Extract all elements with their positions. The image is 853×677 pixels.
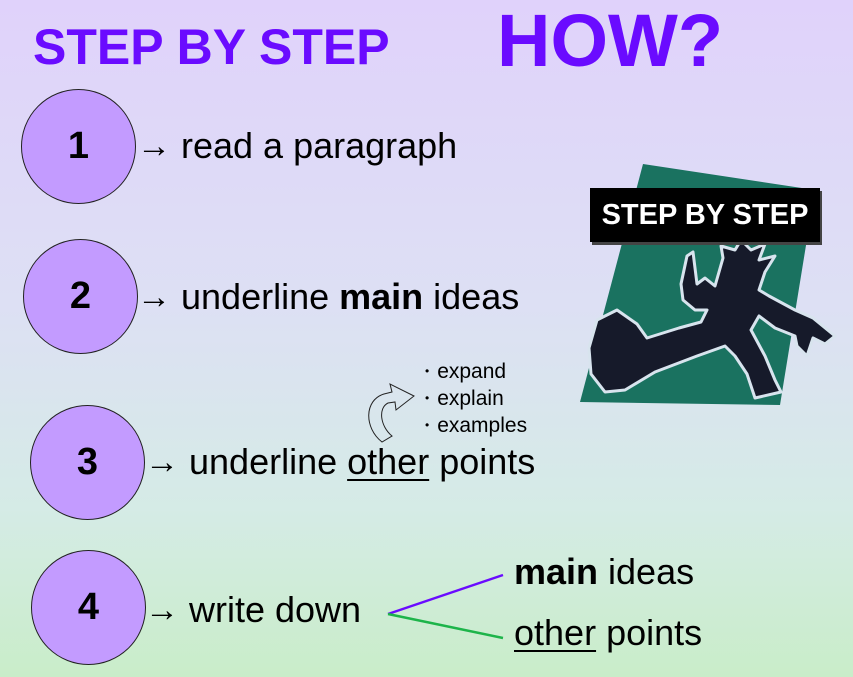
sub-bullet-list: •expand •explain •examples bbox=[425, 358, 527, 439]
step-3-text: → underline other points bbox=[145, 441, 535, 483]
step-number: 4 bbox=[77, 586, 100, 628]
step-4-circle: 4 bbox=[31, 550, 146, 665]
arrow-right-icon: → bbox=[145, 442, 179, 481]
step-3-circle: 3 bbox=[30, 405, 145, 520]
branch-label: points bbox=[596, 612, 703, 653]
step-label: ideas bbox=[423, 276, 520, 317]
branch-label: ideas bbox=[598, 551, 695, 592]
step-label: underline bbox=[189, 441, 348, 482]
step-emphasis: main bbox=[339, 276, 424, 317]
step-label: read a paragraph bbox=[181, 125, 458, 166]
step-number: 3 bbox=[76, 441, 99, 483]
title-step-by-step: STEP BY STEP bbox=[33, 19, 390, 75]
bullet-item: •expand bbox=[425, 360, 507, 383]
step-number: 1 bbox=[67, 125, 90, 167]
step-label: underline bbox=[181, 276, 340, 317]
branch-other-points: other points bbox=[514, 612, 702, 654]
branch-lines bbox=[387, 573, 504, 640]
step-number: 2 bbox=[69, 275, 92, 317]
branch-line-other bbox=[387, 612, 504, 640]
branch-emphasis: other bbox=[514, 612, 597, 653]
clipart-banner: STEP BY STEP bbox=[590, 188, 820, 242]
arrow-right-icon: → bbox=[137, 126, 171, 165]
branch-main-ideas: main ideas bbox=[514, 551, 694, 593]
step-emphasis: other bbox=[347, 441, 430, 482]
step-label: write down bbox=[189, 589, 362, 630]
arrow-right-icon: → bbox=[145, 590, 179, 629]
curved-arrow-icon bbox=[368, 383, 415, 443]
step-4-text: → write down bbox=[145, 589, 361, 631]
step-label: points bbox=[429, 441, 536, 482]
step-1-text: → read a paragraph bbox=[137, 125, 457, 167]
step-2-text: → underline main ideas bbox=[137, 276, 519, 318]
bullet-item: •examples bbox=[425, 414, 528, 437]
step-2-circle: 2 bbox=[23, 239, 138, 354]
step-1-circle: 1 bbox=[21, 89, 136, 204]
arrow-right-icon: → bbox=[137, 277, 171, 316]
title-how: HOW? bbox=[497, 0, 724, 82]
bullet-item: •explain bbox=[425, 387, 504, 410]
branch-emphasis: main bbox=[514, 551, 599, 592]
branch-line-main bbox=[387, 573, 504, 616]
